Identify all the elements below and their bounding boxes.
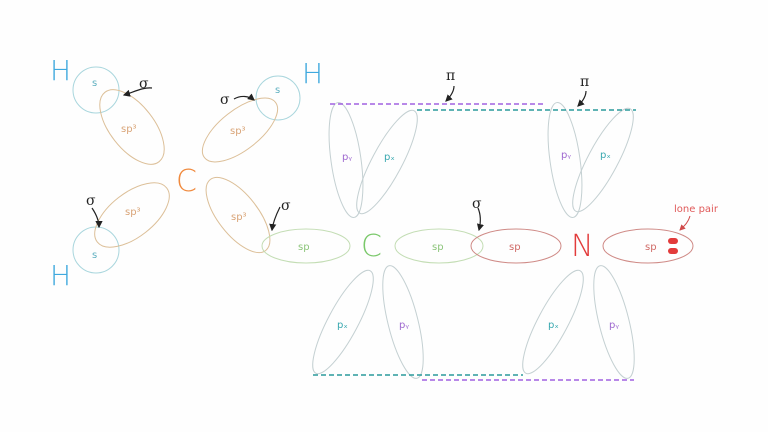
lone-pair-electron-1 xyxy=(668,238,678,244)
sp-orbital-n-lone-pair xyxy=(602,228,694,264)
sp3-orbital-top-right xyxy=(201,97,279,163)
atom-h-top-right: H xyxy=(302,57,323,90)
h-top-left-group: H s sp³ σ xyxy=(50,54,165,165)
py-orbital-c-top xyxy=(328,102,364,218)
sp-label-c-left: sp xyxy=(298,242,310,253)
py-orbital-n-top xyxy=(547,102,583,218)
px-orbital-n-top xyxy=(572,107,634,213)
s-orbital-top-left xyxy=(72,66,120,114)
py-label-c-top: pᵧ xyxy=(342,152,352,163)
sigma-arrow-top-right xyxy=(233,93,255,101)
sigma-label-c-n: σ xyxy=(472,196,482,212)
sp-label-c-right: sp xyxy=(432,242,444,253)
sp-orbital-n-left xyxy=(470,228,562,264)
px-label-n-top: pₓ xyxy=(600,150,611,161)
lone-pair-electron-2 xyxy=(668,248,678,254)
pi-label-left: π xyxy=(446,68,455,84)
sigma-arrow-bottom-left xyxy=(91,207,103,229)
px-label-c-top: pₓ xyxy=(384,152,395,163)
sp3-orbital-top-left xyxy=(99,89,165,165)
sp3-label-bottom-left: sp³ xyxy=(125,207,141,218)
atom-n: N xyxy=(571,229,593,264)
lone-pair-label: lone pair xyxy=(674,204,719,215)
atom-c-sp3: C xyxy=(176,164,197,199)
sigma-label-bottom-left: σ xyxy=(86,193,96,209)
sigma-label-top-right: σ xyxy=(220,92,230,108)
h-top-right-group: H s sp³ σ xyxy=(201,57,323,163)
s-label-bottom-left: s xyxy=(92,250,97,261)
sp3-label-top-left: sp³ xyxy=(121,124,137,135)
px-label-c-bottom: pₓ xyxy=(337,320,348,331)
sp-label-n-left: sp xyxy=(509,242,521,253)
py-label-n-bottom: pᵧ xyxy=(609,320,619,331)
atom-h-top-left: H xyxy=(50,54,71,87)
pi-arrow-left xyxy=(445,85,455,102)
s-orbital-top-right xyxy=(255,75,301,121)
sp3-orbital-bottom-left xyxy=(94,182,170,248)
s-label-top-left: s xyxy=(92,78,97,89)
sigma-label-c-c: σ xyxy=(281,198,291,214)
px-label-n-bottom: pₓ xyxy=(548,320,559,331)
sp-orbital-c-right xyxy=(394,228,484,264)
h-bottom-left-group: H s sp³ σ xyxy=(50,182,170,292)
lone-pair-arrow xyxy=(679,215,691,231)
sigma-arrow-top-left xyxy=(122,87,153,97)
sigma-arrow-c-n xyxy=(476,207,484,232)
py-label-n-top: pᵧ xyxy=(561,150,571,161)
atom-c-sp: C xyxy=(361,229,382,264)
sigma-label-top-left: σ xyxy=(139,76,149,92)
py-orbital-c-bottom xyxy=(382,265,424,379)
s-label-top-right: s xyxy=(275,85,280,96)
pi-arrow-right xyxy=(577,90,587,107)
sp-orbital-c-left xyxy=(261,228,351,264)
sp-label-n-lone-pair: sp xyxy=(645,242,657,253)
py-label-c-bottom: pᵧ xyxy=(399,320,409,331)
py-orbital-n-bottom xyxy=(593,265,635,379)
sp3-label-bottom-right: sp³ xyxy=(231,212,247,223)
px-orbital-c-bottom xyxy=(312,269,374,375)
sp3-orbital-bottom-right xyxy=(205,176,271,254)
px-orbital-n-bottom xyxy=(522,269,584,375)
atom-h-bottom-left: H xyxy=(50,259,71,292)
pi-label-right: π xyxy=(580,74,589,90)
px-orbital-c-top xyxy=(356,109,418,215)
sp3-label-top-right: sp³ xyxy=(230,126,246,137)
sigma-arrow-c-c xyxy=(269,206,281,232)
